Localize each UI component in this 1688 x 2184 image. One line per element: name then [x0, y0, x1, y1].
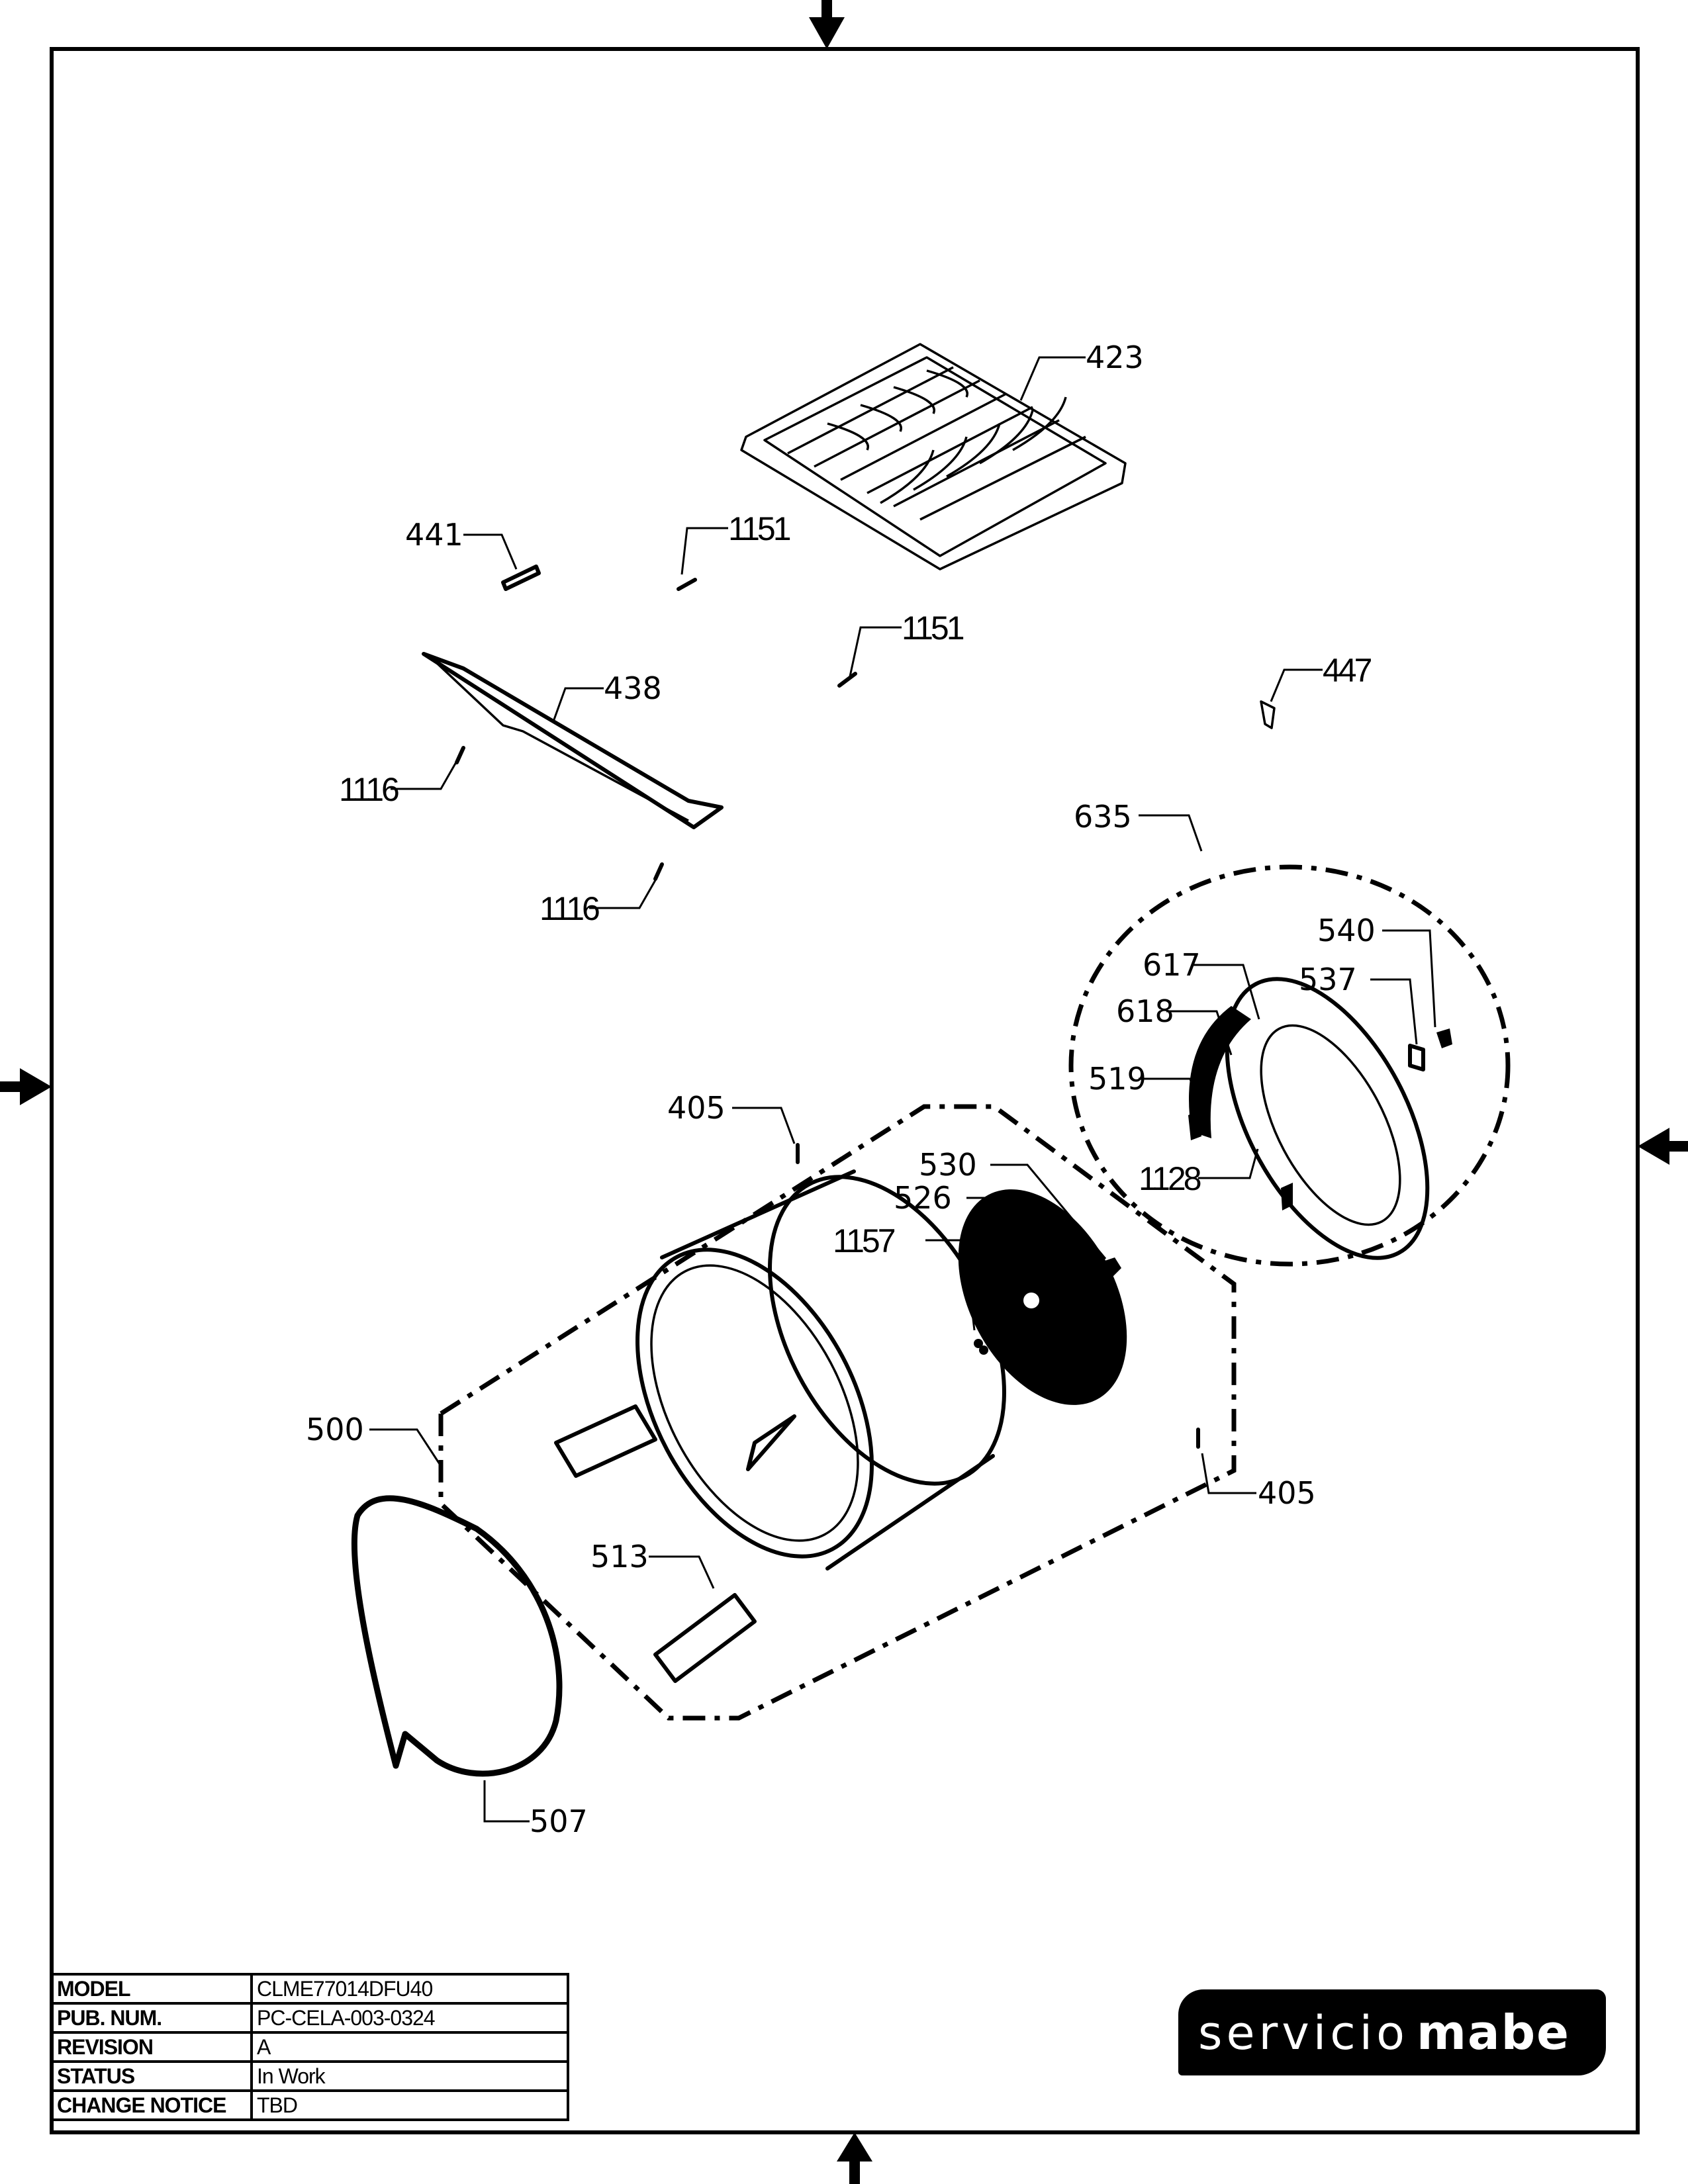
- callout-405-a: 405: [667, 1090, 796, 1144]
- logo-bold-text: mabe: [1416, 2005, 1570, 2060]
- sheet-border: [50, 47, 1640, 2134]
- group-outline-500: [438, 1104, 1237, 1721]
- center-mark-right-arrow: [1638, 1128, 1688, 1165]
- svg-text:1151: 1151: [902, 610, 964, 647]
- part-540-cap: [1436, 1028, 1452, 1048]
- callout-label: 423: [1086, 340, 1144, 375]
- callout-617: 617: [1143, 947, 1260, 1020]
- svg-text:530: 530: [919, 1147, 977, 1183]
- change-notice-key: CHANGE NOTICE: [50, 2089, 253, 2121]
- part-drum: [554, 1169, 1006, 1570]
- part-baffle: [554, 1404, 657, 1478]
- part-617-bulkhead: [1189, 977, 1430, 1260]
- callout-1116-a: 1116: [339, 760, 458, 808]
- status-value: In Work: [250, 2060, 569, 2092]
- title-row-change-notice: CHANGE NOTICE TBD: [50, 2089, 569, 2121]
- callout-635: 635: [1074, 799, 1203, 852]
- callout-519: 519: [1088, 1061, 1199, 1110]
- callout-1157: 1157: [833, 1222, 976, 1331]
- svg-text:635: 635: [1074, 799, 1132, 835]
- callout-540: 540: [1317, 913, 1436, 1028]
- part-1116-screw: [455, 746, 465, 764]
- part-526-rear-plate: [958, 1189, 1127, 1405]
- part-519-clip: [1188, 1110, 1201, 1140]
- part-438-strip: [422, 652, 724, 829]
- revision-value: A: [250, 2031, 569, 2063]
- part-1116-screw: [653, 862, 664, 881]
- model-value: CLME77014DFU40: [250, 1973, 569, 2005]
- callout-1116-b: 1116: [539, 880, 657, 927]
- part-1157-screw: [974, 1339, 983, 1348]
- svg-text:540: 540: [1317, 913, 1376, 948]
- callout-447: 447: [1270, 652, 1374, 702]
- svg-text:618: 618: [1116, 993, 1174, 1029]
- svg-text:617: 617: [1143, 947, 1201, 983]
- callout-1151-a: 1151: [680, 510, 793, 575]
- title-row-status: STATUS In Work: [50, 2060, 569, 2092]
- svg-text:405: 405: [667, 1090, 726, 1126]
- callout-530: 530: [919, 1147, 1107, 1259]
- callout-500: 500: [306, 1412, 441, 1465]
- svg-text:1116: 1116: [339, 771, 399, 808]
- change-notice-value: TBD: [250, 2089, 569, 2121]
- svg-text:500: 500: [306, 1412, 364, 1447]
- svg-text:526: 526: [894, 1180, 952, 1216]
- callout-1128: 1128: [1139, 1148, 1259, 1197]
- part-507-belt: [351, 1495, 563, 1777]
- svg-text:519: 519: [1088, 1061, 1147, 1097]
- status-key: STATUS: [50, 2060, 253, 2092]
- svg-text:1116: 1116: [539, 890, 599, 927]
- rear-plate-hub: [1023, 1293, 1039, 1308]
- callout-1151-b: 1151: [849, 610, 966, 677]
- part-1157-screw: [979, 1345, 988, 1355]
- callout-537: 537: [1299, 962, 1418, 1045]
- title-row-revision: REVISION A: [50, 2031, 569, 2063]
- svg-text:447: 447: [1323, 652, 1372, 689]
- pub-num-key: PUB. NUM.: [50, 2002, 253, 2034]
- svg-text:405: 405: [1258, 1475, 1316, 1511]
- svg-text:1151: 1151: [728, 510, 790, 547]
- callout-438: 438: [552, 670, 662, 722]
- part-537-bracket: [1408, 1044, 1425, 1071]
- title-row-pub-num: PUB. NUM. PC-CELA-003-0324: [50, 2002, 569, 2034]
- group-outline-635: [1068, 864, 1511, 1267]
- pub-num-value: PC-CELA-003-0324: [250, 2002, 569, 2034]
- callout-423: 423: [1019, 340, 1144, 401]
- callout-405-b: 405: [1201, 1453, 1316, 1511]
- part-1151-pin: [677, 578, 697, 591]
- svg-text:507: 507: [530, 1803, 588, 1839]
- part-618-seal: [1189, 1006, 1251, 1138]
- center-mark-left-arrow: [0, 1068, 52, 1105]
- part-1151-pin: [837, 672, 857, 688]
- part-513-baffle: [653, 1593, 757, 1683]
- revision-key: REVISION: [50, 2031, 253, 2063]
- part-441: [501, 565, 541, 591]
- center-mark-top-arrow: [809, 0, 845, 49]
- title-row-model: MODEL CLME77014DFU40: [50, 1973, 569, 2005]
- svg-text:1128: 1128: [1139, 1160, 1201, 1197]
- model-key: MODEL: [50, 1973, 253, 2005]
- callout-526: 526: [894, 1180, 1008, 1218]
- callout-441: 441: [405, 517, 518, 570]
- callout-618: 618: [1116, 993, 1233, 1056]
- svg-text:1157: 1157: [833, 1222, 895, 1259]
- svg-text:537: 537: [1299, 962, 1357, 997]
- callout-513: 513: [590, 1539, 715, 1589]
- part-clip: [1281, 1183, 1293, 1210]
- part-447-clip: [1260, 700, 1276, 729]
- callout-507: 507: [483, 1780, 588, 1839]
- svg-text:513: 513: [590, 1539, 649, 1574]
- part-530-bearing: [1099, 1257, 1121, 1280]
- title-block: MODEL CLME77014DFU40 PUB. NUM. PC-CELA-0…: [50, 1973, 569, 2121]
- center-mark-bottom-arrow: [837, 2132, 872, 2184]
- part-423-tray: [740, 343, 1127, 570]
- svg-text:438: 438: [604, 670, 662, 706]
- logo-light-text: servicio: [1198, 2006, 1409, 2060]
- svg-text:441: 441: [405, 517, 463, 553]
